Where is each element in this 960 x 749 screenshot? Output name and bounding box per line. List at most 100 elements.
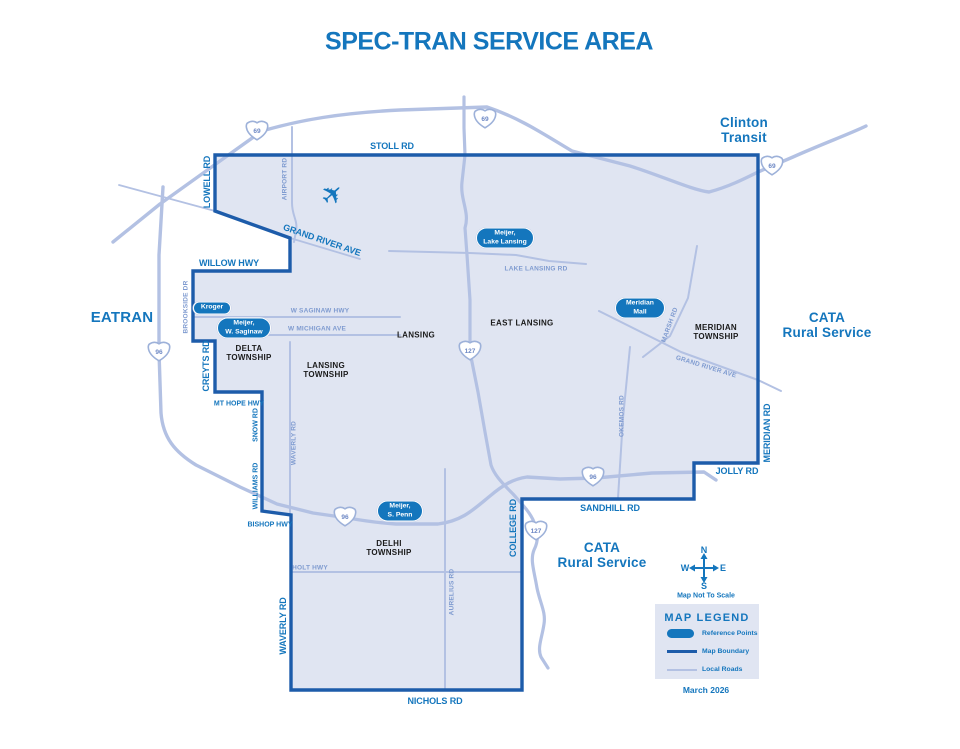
area-label-meridian-township: MERIDIAN TOWNSHIP [693,323,738,341]
map-scale-note: Map Not To Scale [677,592,735,600]
compass-rose [689,553,719,583]
road-marsh [642,245,698,358]
compass-east-label: E [719,563,727,573]
road-label-okemos: OKEMOS RD [618,395,626,437]
agency-clinton-line2: Transit [721,130,767,145]
agency-cata-south-line2: Rural Service [557,555,647,570]
agency-cata-east: CATA Rural Service [782,310,872,341]
area-meridian-twp-line2: TOWNSHIP [693,332,739,341]
shield-i69-east: 69 [760,155,784,176]
map-date: March 2026 [682,685,730,695]
poi-meridian-mall-line1: Meridian [626,299,654,307]
shield-i96-west: 96 [147,341,171,362]
shield-i96-south-number: 96 [341,514,349,521]
local-roads-layer [111,95,868,690]
shield-i69-center: 69 [473,108,497,129]
road-label-airport: AIRPORT RD [281,157,289,201]
road-label-w-saginaw: W SAGINAW HWY [290,307,350,315]
road-label-meridian: MERIDIAN RD [762,403,772,463]
road-label-holt: HOLT HWY [292,564,328,572]
poi-meijer-lake-line2: Lake Lansing [483,238,527,245]
road-okemos [617,346,631,499]
legend-reference-points-swatch [667,629,694,638]
compass-north-label: N [700,545,708,555]
road-label-brookside: BROOKSIDE DR [182,280,190,334]
shield-us127-north: 127 [458,340,482,361]
area-label-delhi-township: DELHI TOWNSHIP [366,539,411,557]
shield-i96-west-number: 96 [155,349,163,356]
road-label-lowell: LOWELL RD [202,155,212,209]
road-label-willow: WILLOW HWY [199,258,259,268]
shield-i69-center-number: 69 [481,116,489,123]
shield-i96-east: 96 [581,466,605,487]
shield-i69-west-number: 69 [253,128,261,135]
road-label-aurelius: AURELIUS RD [448,568,456,616]
legend-map-boundary-swatch [667,650,697,653]
shield-i69-east-number: 69 [768,163,776,170]
poi-meridian-mall-line2: Mall [633,308,647,315]
poi-meijer-saginaw-line2: W. Saginaw [225,328,263,335]
agency-cata-east-line1: CATA [808,310,846,326]
page-title: SPEC-TRAN SERVICE AREA [325,27,653,56]
road-label-sandhill: SANDHILL RD [580,503,640,513]
agency-cata-east-line2: Rural Service [782,325,872,340]
road-i69 [111,105,868,244]
shield-us127-south-number: 127 [531,528,542,535]
map-legend: MAP LEGEND Reference Points Map Boundary… [655,604,759,679]
road-i96 [157,185,718,526]
road-grand-river-se [598,310,782,392]
road-airport [291,126,298,243]
agency-cata-south-line1: CATA [583,540,621,556]
service-area-fill [193,155,758,690]
road-label-bishop: BISHOP HWY [247,521,293,529]
road-label-mt-hope: MT HOPE HWY [213,400,265,408]
poi-meijer-w-saginaw: Meijer, W. Saginaw [217,317,271,339]
legend-map-boundary-label: Map Boundary [702,648,750,655]
poi-meridian-mall: Meridian Mall [615,297,665,319]
area-meridian-twp-line1: MERIDIAN [695,322,737,332]
compass-south-label: S [700,581,708,591]
road-label-snow: SNOW RD [252,408,260,442]
agency-clinton-transit: Clinton Transit [720,115,768,146]
road-label-waverly-north: WAVERLY RD [290,420,298,466]
poi-meijer-saginaw-line1: Meijer, [233,319,255,327]
legend-local-roads-label: Local Roads [702,666,743,673]
shield-i69-west: 69 [245,120,269,141]
area-delhi-twp-line2: TOWNSHIP [366,548,412,557]
shield-us127-south: 127 [524,520,548,541]
road-label-nichols: NICHOLS RD [407,696,463,706]
poi-meijer-penn-line2: S. Penn [387,511,413,518]
area-label-lansing: LANSING [396,330,436,340]
poi-kroger: Kroger [193,301,231,315]
area-lansing-twp-line2: TOWNSHIP [303,370,349,379]
area-delta-line1: DELTA [235,343,263,353]
road-label-williams: WILLIAMS RD [252,462,260,510]
road-label-waverly-south: WAVERLY RD [278,597,288,655]
shield-i96-south: 96 [333,506,357,527]
agency-eatran: EATRAN [90,308,154,326]
agency-clinton-line1: Clinton [720,115,768,131]
area-lansing-twp-line1: LANSING [306,360,346,370]
road-label-creyts: CREYTS RD [201,340,211,392]
area-label-delta-township: DELTA TOWNSHIP [226,344,271,362]
road-label-w-michigan: W MICHIGAN AVE [287,325,347,333]
legend-reference-points-label: Reference Points [702,630,758,637]
road-lake-lansing [388,250,587,265]
poi-kroger-label: Kroger [200,303,224,311]
poi-meijer-lake-lansing: Meijer, Lake Lansing [476,227,534,249]
poi-meijer-penn-line1: Meijer, [389,502,411,510]
highway-shields-layer: 69 69 69 96 96 96 [147,108,784,541]
poi-meijer-lake-line1: Meijer, [494,229,516,237]
legend-title: MAP LEGEND [664,612,750,624]
road-label-jolly: JOLLY RD [715,466,759,476]
road-label-lake-lansing: LAKE LANSING RD [504,265,568,273]
area-delta-line2: TOWNSHIP [226,353,272,362]
area-label-lansing-township: LANSING TOWNSHIP [303,361,348,379]
poi-meijer-s-penn: Meijer, S. Penn [377,500,423,522]
agency-cata-south: CATA Rural Service [557,540,647,571]
road-label-stoll: STOLL RD [370,141,414,151]
compass-west-label: W [680,563,690,573]
shield-i96-east-number: 96 [589,474,597,481]
